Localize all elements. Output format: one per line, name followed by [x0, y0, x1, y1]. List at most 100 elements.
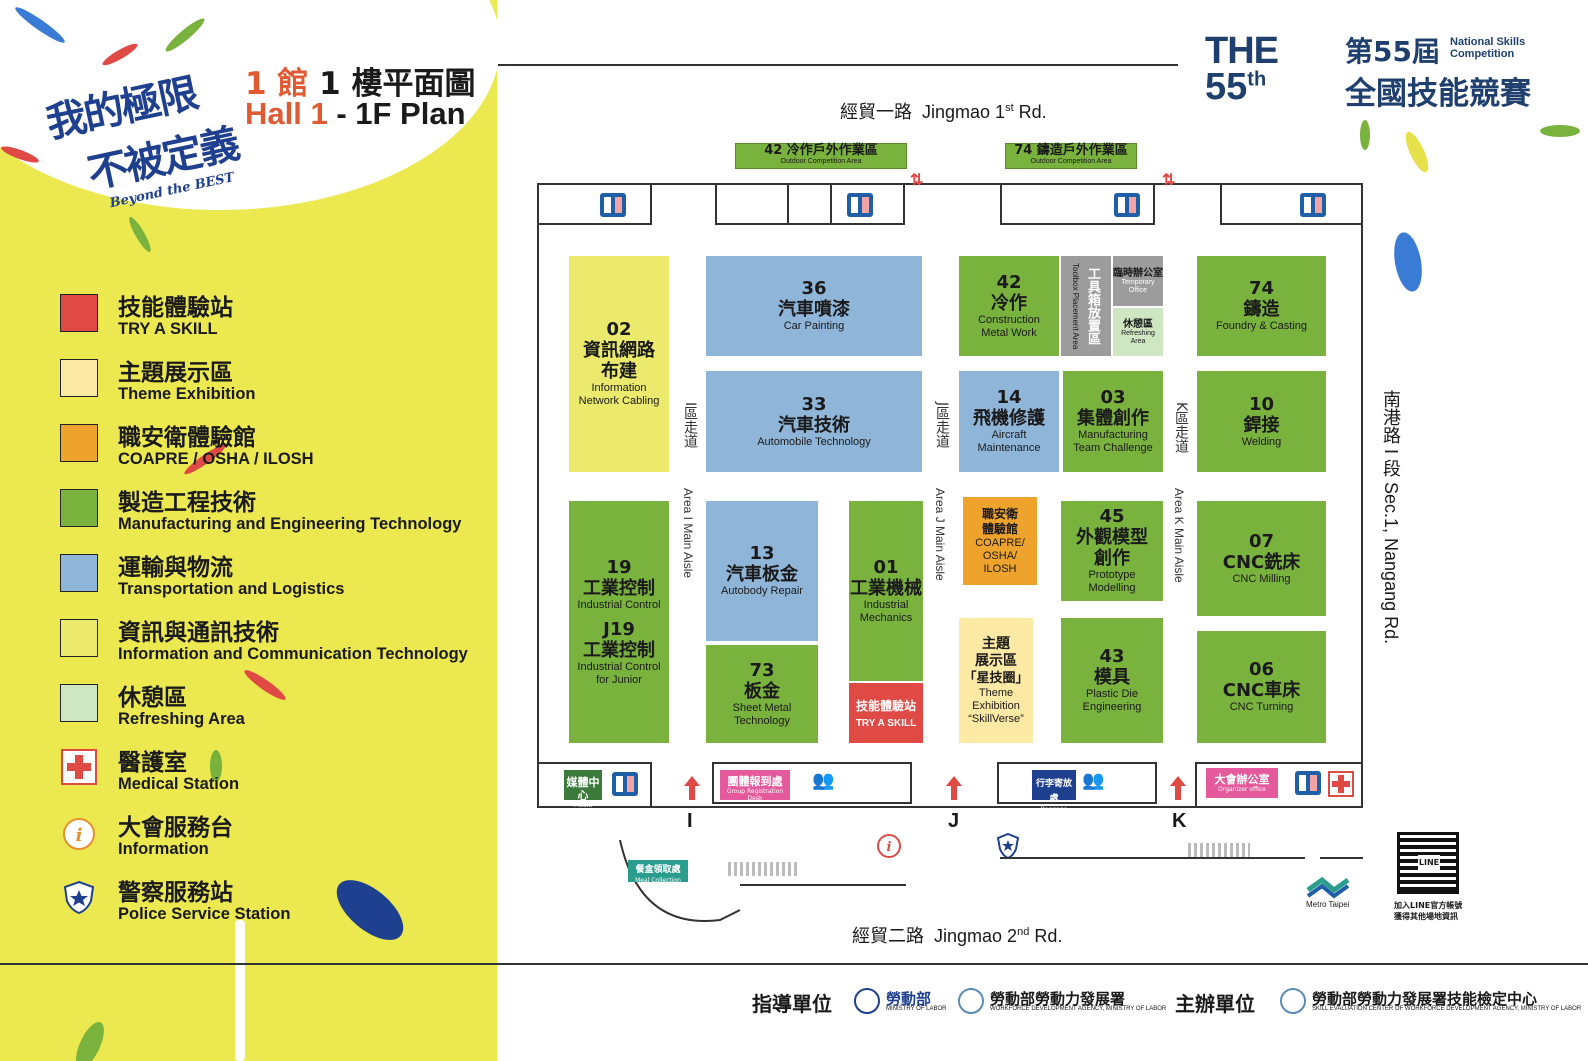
legend-label-zh: 運輸與物流 [118, 555, 233, 581]
refresh-zh: 休憩區 [1123, 318, 1153, 330]
booth-name-zh: CNC銑床 [1222, 551, 1301, 573]
booth-10[interactable]: 10 銲接 Welding [1196, 370, 1327, 473]
booth-73[interactable]: 73 板金 Sheet Metal Technology [705, 644, 819, 744]
booth-name-en: Car Painting [783, 320, 845, 332]
entrance-j-label: J [948, 810, 960, 832]
coapre-pavilion[interactable]: 職安衛 體驗館 COAPRE/ OSHA/ ILOSH [962, 496, 1038, 586]
legend-label-zh: 大會服務台 [118, 815, 233, 841]
brand-zh2: 全國技能競賽 [1345, 76, 1531, 112]
booth-name-zh: 鑄造 [1243, 299, 1280, 320]
entrance-arrow-icon [946, 776, 962, 800]
booth-07[interactable]: 07 CNC銑床 CNC Milling [1196, 500, 1327, 617]
legend-label-zh: 製造工程技術 [118, 490, 256, 516]
toolbox-area[interactable]: Toolbox Placement Area 工具箱放置區 [1060, 255, 1112, 357]
people-icon: 👥 [812, 770, 835, 790]
booth-74[interactable]: 74 鑄造 Foundry & Casting [1196, 255, 1327, 357]
booth-45[interactable]: 45 外觀模型 創作 Prototype Modelling [1060, 500, 1164, 602]
legend-swatch [60, 619, 98, 657]
booth-name-zh: 布建 [601, 361, 637, 382]
booth-06[interactable]: 06 CNC車床 CNC Turning [1196, 630, 1327, 744]
legend-swatch [60, 489, 98, 527]
sponsor-wda: 勞動部勞動力發展署 WORKFORCE DEVELOPMENT AGENCY, … [958, 988, 1166, 1018]
booth-33[interactable]: 33 汽車技術 Automobile Technology [705, 370, 923, 473]
outdoor-label-zh: 42 冷作戶外作業區 [764, 143, 878, 158]
road-line [1320, 857, 1363, 859]
booth-01[interactable]: 01 工業機械 Industrial Mechanics [848, 500, 924, 682]
legend-label-en: COAPRE / OSHA / ILOSH [118, 450, 314, 468]
try-a-skill-station[interactable]: 技能體驗站 TRY A SKILL [848, 682, 924, 744]
gate-arrow-icon: ⇅ [1162, 172, 1176, 189]
refreshing-area[interactable]: 休憩區 Refreshing Area [1112, 307, 1164, 357]
wda-name-zh: 勞動部勞動力發展署 [990, 990, 1126, 1008]
aisle-k-label-en: Area K Main Aisle [1172, 488, 1186, 583]
booth-name-en: Aircraft [991, 429, 1027, 441]
medical-cross-icon [61, 749, 97, 785]
temporary-office[interactable]: 臨時辦公室 Temporary Office [1112, 255, 1164, 307]
restroom-icon [1114, 193, 1140, 217]
legend-label-en: Manufacturing and Engineering Technology [118, 515, 462, 533]
booth-number: 19 [606, 556, 632, 578]
booth-13[interactable]: 13 汽車板金 Autobody Repair [705, 500, 819, 642]
refresh-en: Refreshing Area [1121, 329, 1155, 345]
road-bottom-suffix: Rd. [1029, 926, 1063, 946]
booth-name-en: Industrial Control [577, 598, 661, 611]
booth-name-en: Modelling [1088, 582, 1136, 594]
svg-text:i: i [76, 825, 83, 846]
brand-th: th [1247, 68, 1267, 91]
try-a-skill-en: TRY A SKILL [855, 718, 917, 729]
restroom-icon [600, 193, 626, 217]
svg-text:i: i [887, 840, 892, 855]
legend-label-zh: 主題展示區 [118, 360, 233, 386]
medical-cross-icon[interactable] [1328, 771, 1354, 797]
footer-rule [0, 963, 1588, 965]
booth-43[interactable]: 43 模具 Plastic Die Engineering [1060, 617, 1164, 744]
info-icon[interactable]: i [876, 833, 902, 859]
toolbox-label-zh: 工具箱放置區 [1085, 267, 1100, 345]
booth-42[interactable]: 42 冷作 Construction Metal Work [958, 255, 1060, 357]
mol-logo-icon [854, 988, 880, 1014]
road-right: 南港路 I 段 Sec.1, Nangang Rd. [1381, 390, 1401, 645]
booth-19[interactable]: 19 工業控制 Industrial Control J19 工業控制 Indu… [568, 500, 670, 744]
police-shield-icon[interactable] [996, 833, 1020, 859]
road-line [1000, 857, 1305, 859]
entrance-arrow-icon [684, 776, 700, 800]
theme-exhibition[interactable]: 主題 展示區 「星技圈」 Theme Exhibition “SkillVers… [958, 617, 1034, 744]
booth-name-zh: CNC車床 [1222, 680, 1301, 701]
legend-label-en: Theme Exhibition [118, 385, 256, 403]
coapre-zh: 體驗館 [981, 521, 1018, 536]
legend-label-zh: 醫護室 [118, 750, 187, 776]
title-hall-en: Hall 1 [245, 96, 328, 131]
group-registration-zh: 團體報到處 [727, 775, 783, 788]
qr-center-badge: LINE [1418, 855, 1440, 871]
legend-label-en: Information and Communication Technology [118, 645, 468, 663]
booth-name-en: Industrial [863, 598, 909, 611]
booth-03[interactable]: 03 集體創作 Manufacturing Team Challenge [1062, 370, 1164, 473]
aisle-i-label-zh: I區走道 [682, 402, 698, 449]
sponsor-mol: 勞動部 MINISTRY OF LABOR [854, 988, 954, 1018]
booth-36[interactable]: 36 汽車噴漆 Car Painting [705, 255, 923, 357]
booth-name-en: Mechanics [859, 611, 913, 624]
aisle-j-label-zh: J區走道 [934, 402, 950, 449]
booth-14[interactable]: 14 飛機修護 Aircraft Maintenance [958, 370, 1060, 473]
outdoor-label-zh: 74 鑄造戶外作業區 [1014, 143, 1128, 158]
metro-taipei-logo-icon [1306, 876, 1350, 899]
try-a-skill-icon [60, 294, 98, 332]
service-strip [537, 183, 652, 225]
media-center-zh: 媒體中心 [566, 776, 600, 802]
booth-number: 74 [1248, 278, 1275, 299]
qr-caption-1: 加入LINE官方帳號 [1394, 901, 1463, 910]
legend-label-zh: 休憩區 [118, 685, 187, 711]
sec-name-en: SKILL EVALUATION CENTER OF WORKFORCE DEV… [1312, 1006, 1582, 1012]
theme-zh: 展示區 [975, 652, 1017, 669]
booth-02[interactable]: 02 資訊網路 布建 Information Network Cabling [568, 255, 670, 473]
line-qr-code[interactable]: LINE [1397, 832, 1459, 894]
sec-name-zh: 勞動部勞動力發展署技能檢定中心 [1312, 990, 1538, 1008]
brand-zh1: 第55屆 [1345, 35, 1440, 68]
legend-label-zh: 技能體驗站 [118, 295, 233, 321]
decor-stroke [1360, 120, 1370, 150]
